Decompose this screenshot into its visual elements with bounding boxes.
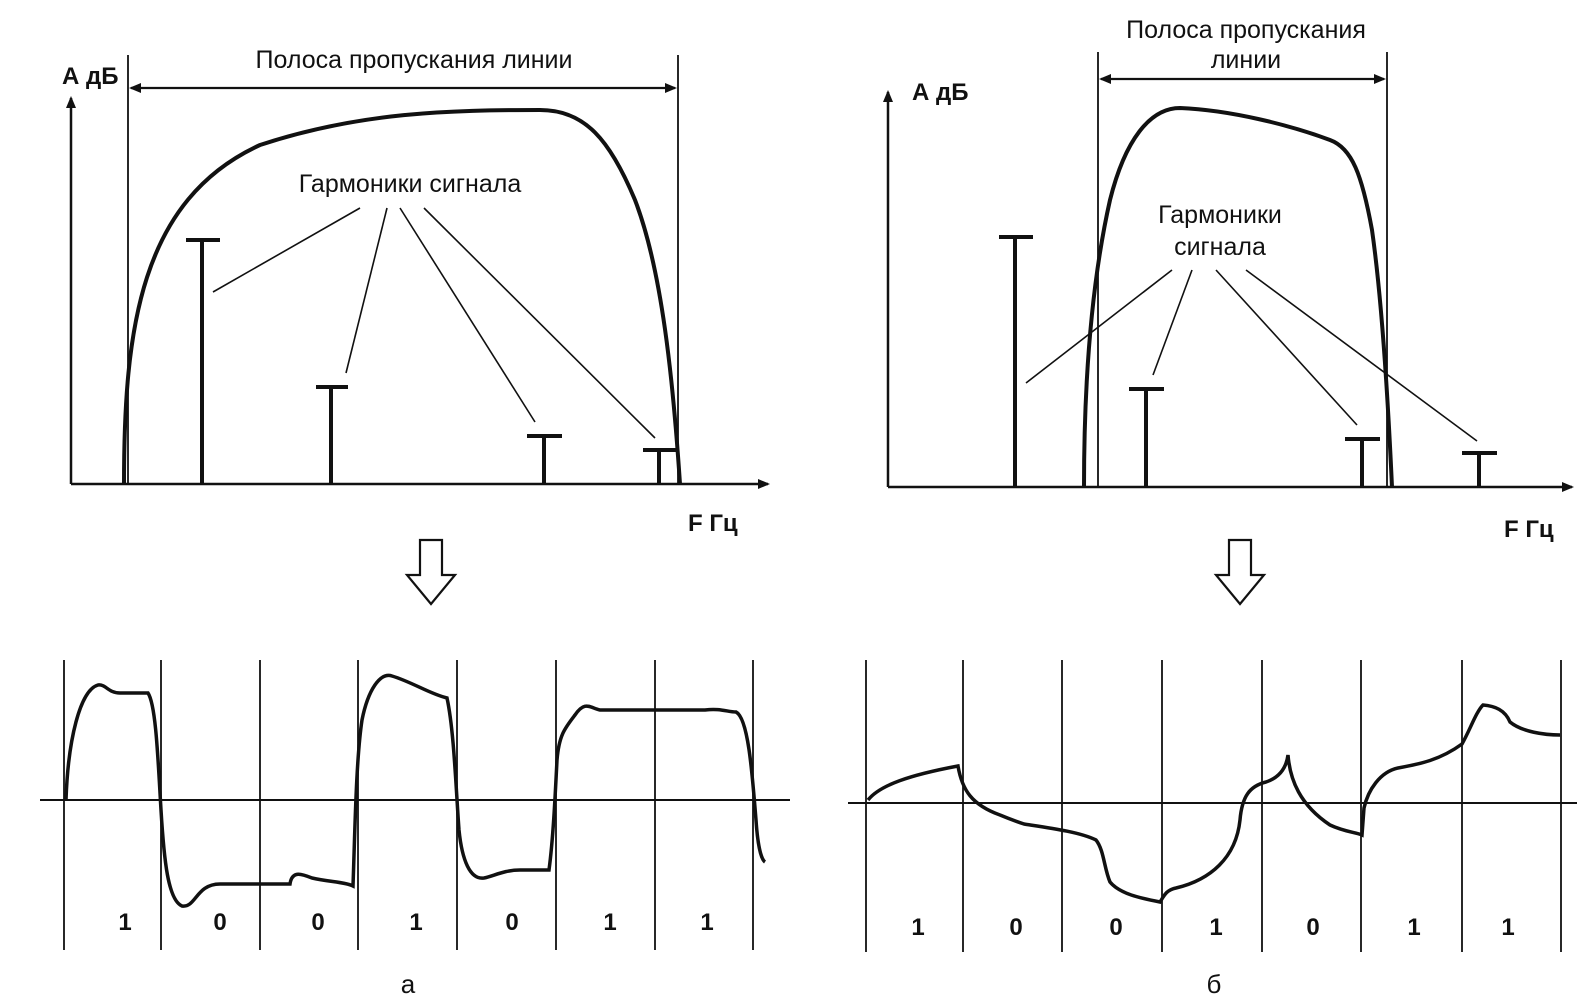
bit-label-1-a: 1	[118, 909, 131, 936]
leader-line-3-a	[399, 207, 536, 423]
panel-caption-b: б	[1207, 969, 1222, 997]
bit-labels-a: 1 0 0 1 0 1 1	[118, 909, 713, 936]
bit-label-3-a: 0	[311, 909, 324, 936]
leader-line-1-b	[1025, 269, 1173, 384]
panel-a: А дБ F Гц Полоса пропускания линии Гармо…	[40, 46, 790, 997]
signal-waveform-b	[866, 703, 1561, 904]
leader-line-2-a	[345, 207, 388, 374]
harmonics-label-a: Гармоники сигнала	[299, 170, 522, 198]
bit-label-1-b: 1	[911, 914, 924, 941]
bit-label-3-b: 0	[1109, 914, 1122, 941]
waveform-chart-a: 1 0 0 1 0 1 1	[40, 660, 790, 950]
bit-label-6-a: 1	[603, 909, 616, 936]
spectrum-chart-b: А дБ F Гц Полоса пропускания линии Гармо…	[883, 16, 1574, 543]
bandwidth-label-line1-b: Полоса пропускания	[1126, 16, 1366, 44]
leader-line-3-b	[1215, 269, 1358, 426]
spectrum-chart-a: А дБ F Гц Полоса пропускания линии Гармо…	[62, 46, 770, 537]
harmonics-leader-lines-b	[1025, 269, 1478, 442]
frequency-response-curve-b	[1082, 105, 1394, 488]
down-arrow-b	[1213, 538, 1267, 606]
bit-label-4-a: 1	[409, 909, 422, 936]
bit-label-2-a: 0	[213, 909, 226, 936]
bit-separators-b	[865, 660, 1562, 952]
bit-label-5-a: 0	[505, 909, 518, 936]
bit-label-7-a: 1	[700, 909, 713, 936]
panel-b: А дБ F Гц Полоса пропускания линии Гармо…	[848, 16, 1577, 997]
panel-caption-a: а	[401, 969, 416, 997]
bit-label-4-b: 1	[1209, 914, 1222, 941]
bit-separators-a	[63, 660, 754, 950]
bit-label-6-b: 1	[1407, 914, 1420, 941]
leader-line-4-b	[1245, 269, 1478, 442]
waveform-chart-b: 1 0 0 1 0 1 1	[848, 660, 1577, 952]
bit-label-2-b: 0	[1009, 914, 1022, 941]
harmonics-b	[999, 235, 1497, 487]
down-arrow-a	[404, 538, 458, 606]
leader-line-4-a	[423, 207, 656, 439]
harmonics-leader-lines-a	[212, 207, 656, 439]
bit-label-5-b: 0	[1306, 914, 1319, 941]
harmonics-a	[186, 238, 676, 484]
leader-line-1-a	[212, 207, 361, 293]
frequency-response-curve-a	[122, 107, 682, 485]
x-axis-label-b: F Гц	[1504, 516, 1554, 543]
bandwidth-label-line2-b: линии	[1211, 46, 1281, 74]
harmonics-label-line2-b: сигнала	[1174, 233, 1266, 261]
y-axis-label-a: А дБ	[62, 63, 118, 90]
bit-labels-b: 1 0 0 1 0 1 1	[911, 914, 1514, 941]
x-axis-label-a: F Гц	[688, 510, 738, 537]
bandwidth-label-a: Полоса пропускания линии	[256, 46, 573, 74]
bit-label-7-b: 1	[1501, 914, 1514, 941]
y-axis-label-b: А дБ	[912, 79, 968, 106]
signal-waveform-a	[64, 673, 767, 908]
harmonics-label-line1-b: Гармоники	[1158, 201, 1282, 229]
leader-line-2-b	[1152, 269, 1193, 376]
